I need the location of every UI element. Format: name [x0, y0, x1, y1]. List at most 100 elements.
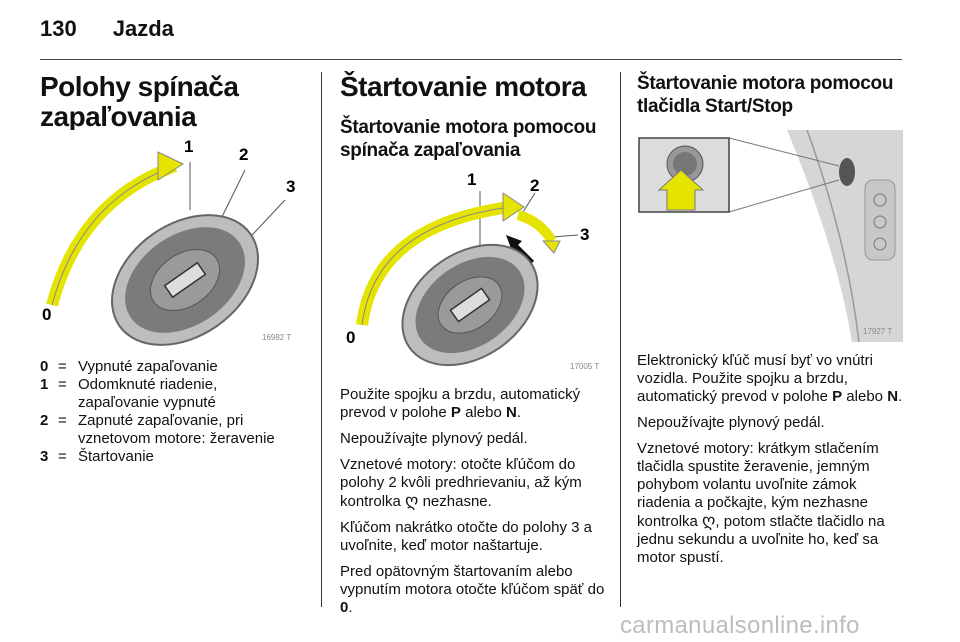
- glow-plug-icon: ღ: [702, 511, 716, 530]
- key-slot: [449, 287, 491, 323]
- legend-row: 1 = Odomknuté riadenie, zapaľovanie vypnut…: [40, 376, 302, 412]
- lock-cylinder: [111, 214, 259, 346]
- paragraph: Nepoužívajte plynový pedál.: [637, 414, 825, 431]
- section-heading: Štartovanie motora: [340, 71, 587, 102]
- text-run: alebo: [842, 388, 888, 405]
- legend-key: 3: [40, 448, 49, 465]
- glow-plug-icon: ღ: [405, 491, 419, 510]
- arrow-head: [157, 151, 185, 181]
- paragraph: Kľúčom nakrátko otočte do polohy 3 a uvo…: [340, 519, 593, 554]
- legend-text: Vypnuté zapaľovanie: [78, 358, 218, 375]
- legend-row: 0 = Vypnuté zapaľovanie: [40, 358, 302, 376]
- text-run: Elektronický kľúč musí byť vo vnútri voz…: [637, 352, 873, 405]
- text-run: nezhasne.: [418, 493, 492, 510]
- subheading-line-2: spínača zapaľovania: [340, 140, 521, 161]
- start-arrow: [516, 210, 557, 244]
- paragraph: Nepoužívajte plynový pedál.: [340, 430, 528, 447]
- press-arrow: [657, 169, 705, 211]
- rotation-arrow-outline: [51, 165, 176, 306]
- start-button-small: [839, 158, 855, 186]
- legend-row: 2 = Zapnuté zapaľovanie, pri vznetovom mot…: [40, 412, 302, 448]
- text-run: alebo: [460, 404, 506, 421]
- paragraph: Vznetové motory: krátkym stlačením tlači…: [637, 440, 905, 567]
- legend-text: Štartovanie: [78, 448, 154, 465]
- paragraph: Elektronický kľúč musí byť vo vnútri voz…: [637, 352, 905, 406]
- start-stop-button-figure: 17927 T: [637, 130, 903, 342]
- gear-N: N: [505, 404, 517, 421]
- heading-line-2: tlačidla Start/Stop: [637, 96, 793, 117]
- start-arrow-head: [541, 240, 561, 254]
- legend-text: Odomknuté riadenie, zapaľovanie vypnuté: [78, 376, 218, 411]
- position-label: 3: [286, 177, 295, 196]
- text-run: Pred opätovným štartovaním alebo vypnutí…: [340, 563, 605, 598]
- paragraph: Použite spojku a brzdu, automatický prev…: [340, 386, 608, 422]
- page-header: 130 Jazda: [40, 16, 174, 42]
- legend-sep: =: [58, 412, 67, 429]
- dashboard-edge: [806, 130, 860, 342]
- position-0: 0: [340, 599, 349, 616]
- subsection-heading: Štartovanie motora pomocou tlačidla Star…: [637, 72, 905, 118]
- column-starting-engine: Štartovanie motora Štartovanie motora po…: [340, 72, 608, 162]
- gear-P: P: [832, 388, 843, 405]
- paragraph: Pred opätovným štartovaním alebo vypnutí…: [340, 563, 608, 617]
- text-run: , potom stlačte tlačidlo na jednu sekund…: [637, 513, 885, 566]
- text-run: Použite spojku a brzdu, automatický prev…: [340, 386, 581, 421]
- heading-line-2: zapaľovania: [40, 101, 197, 132]
- column-ignition-positions: Polohy spínača zapaľovania: [40, 72, 305, 132]
- legend-key: 2: [40, 412, 49, 429]
- figure-code: 17005 T: [570, 362, 599, 371]
- arrow-head: [502, 192, 525, 222]
- leader-line: [551, 234, 579, 238]
- button-face: [673, 152, 697, 176]
- column-body: Použite spojku a brzdu, automatický prev…: [340, 386, 608, 625]
- heading-line-1: Polohy spínača: [40, 71, 239, 102]
- position-label: 0: [346, 328, 355, 347]
- legend-row: 3 = Štartovanie: [40, 448, 302, 466]
- subheading-line-1: Štartovanie motora pomocou: [340, 117, 597, 138]
- watermark[interactable]: carmanualsonline.info: [620, 612, 860, 639]
- figure-code: 16982 T: [262, 333, 291, 342]
- position-label: 3: [580, 225, 589, 244]
- column-divider: [620, 72, 621, 607]
- console-knob: [873, 193, 887, 207]
- key-slot: [163, 261, 207, 299]
- position-label: 2: [239, 145, 248, 164]
- gear-P: P: [450, 404, 461, 421]
- ignition-switch-figure: 1 2 3 0 16982 T: [40, 130, 302, 348]
- position-label: 1: [184, 137, 193, 156]
- position-label: 2: [530, 176, 539, 195]
- rotation-arrow-outline: [361, 206, 511, 326]
- text-run: .: [348, 599, 353, 616]
- position-label: 1: [467, 170, 476, 189]
- section-title: Jazda: [112, 16, 174, 41]
- callout-line: [728, 179, 840, 213]
- legend-sep: =: [58, 358, 67, 375]
- console-panel: [864, 179, 896, 261]
- lock-cylinder: [401, 243, 539, 367]
- subsection-heading: Štartovanie motora pomocou spínača zapaľ…: [340, 116, 608, 162]
- page-number: 130: [40, 16, 77, 41]
- legend-sep: =: [58, 448, 67, 465]
- header-rule: [40, 59, 902, 60]
- column-start-stop: Štartovanie motora pomocou tlačidla Star…: [637, 72, 905, 118]
- gear-N: N: [887, 388, 899, 405]
- ignition-switch-start-figure: 1 2 3 0 17005 T: [340, 165, 604, 375]
- legend: 0 = Vypnuté zapaľovanie 1 = Odomknuté riaden…: [40, 358, 302, 466]
- legend-text: Zapnuté zapaľovanie, pri vznetovom motor…: [78, 412, 275, 447]
- console-knob: [873, 215, 887, 229]
- heading-line-1: Štartovanie motora pomocou: [637, 73, 894, 94]
- legend-key: 0: [40, 358, 49, 375]
- position-label: 0: [42, 305, 51, 324]
- column-divider: [321, 72, 322, 607]
- text-run: .: [898, 388, 903, 405]
- figure-code: 17927 T: [863, 327, 892, 336]
- console-knob: [873, 237, 887, 251]
- callout-line: [728, 137, 840, 167]
- text-run: Vznetové motory: otočte kľúčom do polohy…: [340, 456, 582, 510]
- text-run: Vznetové motory: krátkym stlačením tlači…: [637, 440, 879, 530]
- column-body: Elektronický kľúč musí byť vo vnútri voz…: [637, 352, 905, 575]
- return-arrow-head: [506, 235, 522, 251]
- legend-key: 1: [40, 376, 49, 393]
- text-run: .: [516, 404, 521, 421]
- legend-sep: =: [58, 376, 67, 393]
